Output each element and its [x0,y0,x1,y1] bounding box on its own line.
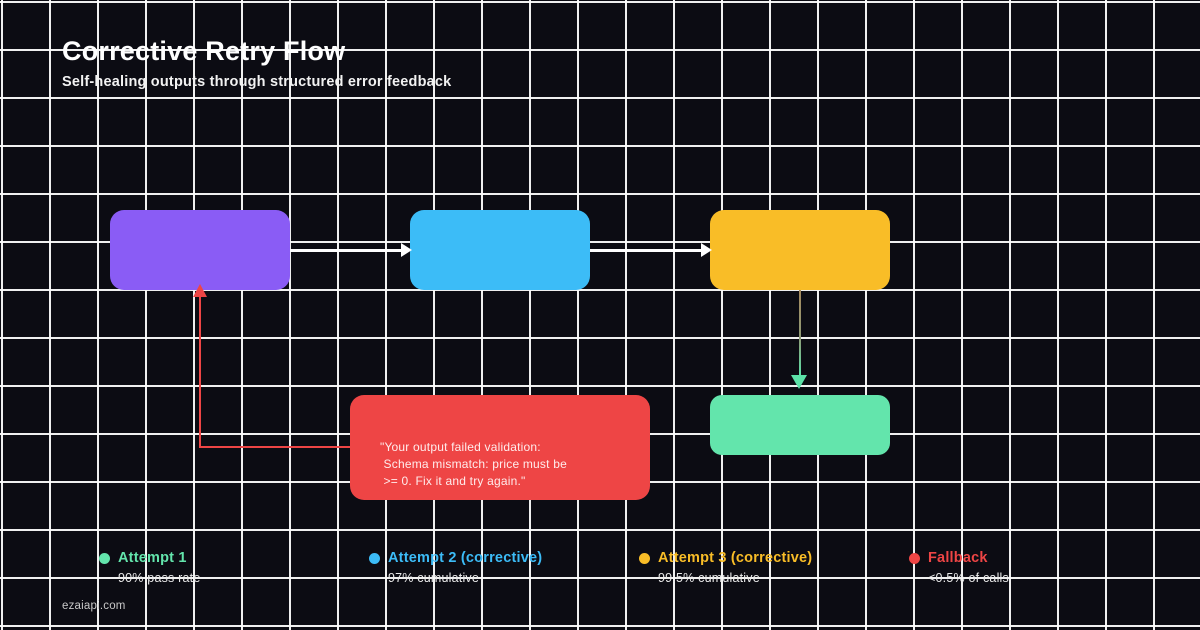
legend-item-attempt-3: Attempt 3 (corrective) 99.5% cumulative [639,550,812,585]
error-message-box: "Your output failed validation: Schema m… [350,395,650,500]
flow-node-attempt-2 [410,210,590,290]
legend-dot-icon [909,552,920,564]
legend-sublabel: <0.5% of calls [928,571,1009,585]
feedback-arrow-vertical [198,294,201,448]
flow-node-success [710,395,890,455]
arrow-node3-to-success [798,290,801,376]
legend-label: Attempt 2 (corrective) [388,550,543,566]
legend-sublabel: 90% pass rate [118,571,201,585]
legend-item-attempt-2: Attempt 2 (corrective) 97% cumulative [369,550,542,585]
legend-sublabel: 99.5% cumulative [658,571,760,585]
flow-node-attempt-3 [710,210,890,290]
legend-label: Fallback [928,550,988,566]
legend-item-attempt-1: Attempt 1 90% pass rate [99,550,201,585]
legend-dot-icon [369,552,380,564]
footer-domain: ezaiapi.com [62,600,126,612]
legend-label: Attempt 1 [118,550,187,566]
arrow-right-icon [701,243,712,257]
arrow-down-icon [791,375,807,389]
legend-sublabel: 97% cumulative [388,571,480,585]
arrow-right-icon [401,243,412,257]
error-message-text: "Your output failed validation: Schema m… [380,440,567,488]
arrow-up-icon [192,284,207,297]
feedback-arrow-horizontal [198,445,350,448]
legend-item-fallback: Fallback <0.5% of calls [909,550,1009,585]
legend-dot-icon [639,552,650,564]
arrow-node2-to-node3 [590,249,703,252]
legend-dot-icon [99,552,110,564]
page-subtitle: Self-healing outputs through structured … [62,74,452,90]
page-title: Corrective Retry Flow [62,36,346,66]
arrow-node1-to-node2 [290,249,403,252]
legend-label: Attempt 3 (corrective) [658,550,813,566]
flow-node-attempt-1 [110,210,290,290]
